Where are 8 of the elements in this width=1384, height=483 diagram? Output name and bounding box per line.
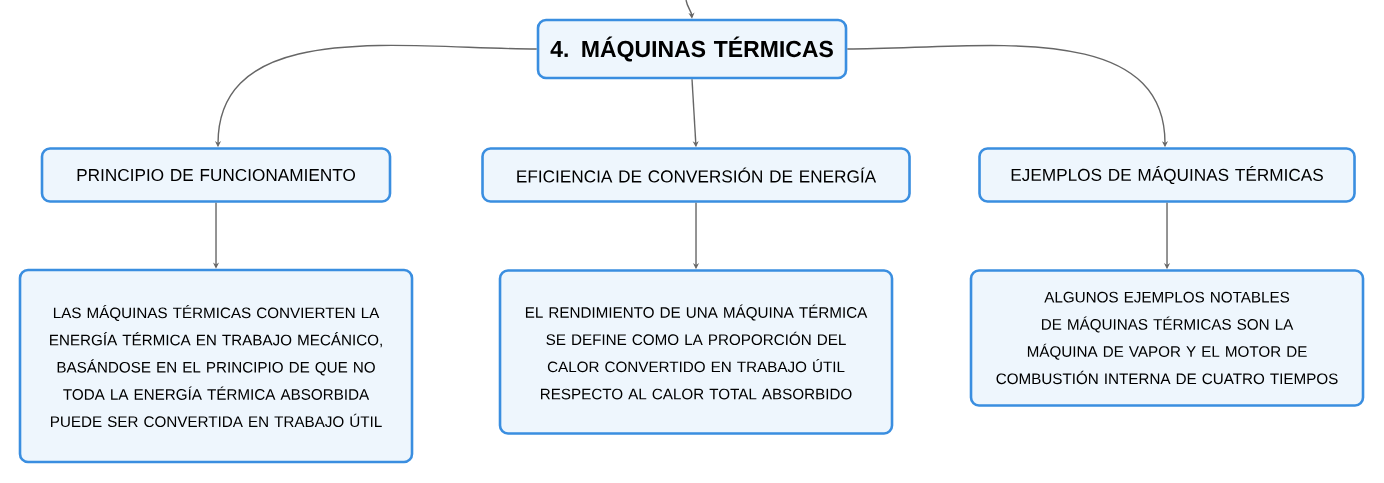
description-box: LAS MÁQUINAS TÉRMICAS CONVIERTEN LA ENERGÍA TÉRMICA EN TRABAJO MECÁNICO, BASÁNDOSE EN EL PRINCIPIO DE QUE NO TODA LA ENERGÍA TÉRMICA ABSORBIDA PUEDE SER CONVERTIDA EN TRABAJO ÚTIL [18, 268, 414, 464]
title-box: 4. MÁQUINAS TÉRMICAS [536, 18, 848, 80]
description-box: ALGUNOS EJEMPLOS NOTABLES DE MÁQUINAS TÉRMICAS SON LA MÁQUINA DE VAPOR Y EL MOTOR DE COMBUSTIÓN INTERNA DE CUATRO TIEMPOS [969, 269, 1365, 407]
topic-box: EFICIENCIA DE CONVERSIÓN DE ENERGÍA [481, 147, 911, 203]
description-box: EL RENDIMIENTO DE UNA MÁQUINA TÉRMICA SE DEFINE COMO LA PROPORCIÓN DEL CALOR CONVERTIDO EN TRABAJO ÚTIL RESPECTO AL CALOR TOTAL ABSORBIDO [498, 269, 894, 435]
arrow [685, 0, 695, 19]
topic-box: EJEMPLOS DE MÁQUINAS TÉRMICAS [978, 147, 1356, 203]
topic-box: PRINCIPIO DE FUNCIONAMIENTO [40, 147, 392, 203]
